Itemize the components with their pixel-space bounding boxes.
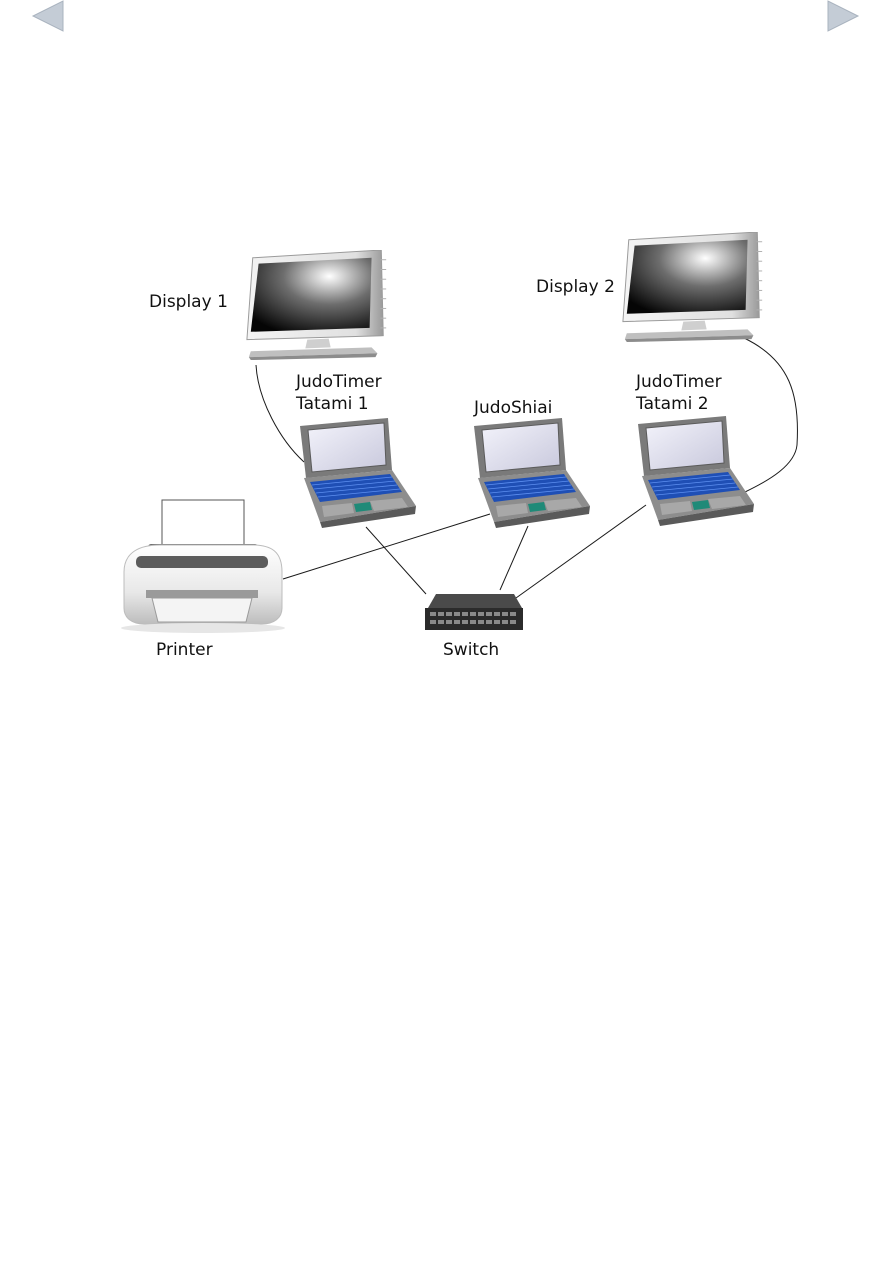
cable-laptop2-switch <box>499 525 529 591</box>
prev-page-icon[interactable] <box>30 0 64 34</box>
laptop-judotimer-tatami-2 <box>637 416 755 527</box>
laptop-judotimer-tatami-1 <box>299 418 417 529</box>
display-2-monitor <box>622 232 763 343</box>
display-1-monitor <box>246 250 387 361</box>
laptop-3-label-line-2: Tatami 2 <box>635 394 709 414</box>
laptop-2-label: JudoShiai <box>473 398 552 418</box>
cable-laptop3-switch <box>515 504 647 599</box>
display-1-label: Display 1 <box>149 292 228 312</box>
laptop-1-label-line-1: JudoTimer <box>295 372 382 392</box>
network-switch <box>425 594 523 630</box>
cable-display1-laptop1 <box>255 364 305 463</box>
printer-device <box>121 499 285 633</box>
switch-label: Switch <box>443 640 499 660</box>
display-2-label: Display 2 <box>536 277 615 297</box>
cables <box>255 337 798 599</box>
cable-display2-laptop3 <box>743 337 798 493</box>
cable-laptop1-switch <box>365 526 427 595</box>
laptop-3-label-line-1: JudoTimer <box>635 372 722 392</box>
laptop-1-label-line-2: Tatami 1 <box>295 394 369 414</box>
printer-label: Printer <box>156 640 213 660</box>
cable-printer-laptop2 <box>282 513 491 580</box>
next-page-icon[interactable] <box>827 0 861 34</box>
laptop-judoshiai <box>473 418 591 529</box>
